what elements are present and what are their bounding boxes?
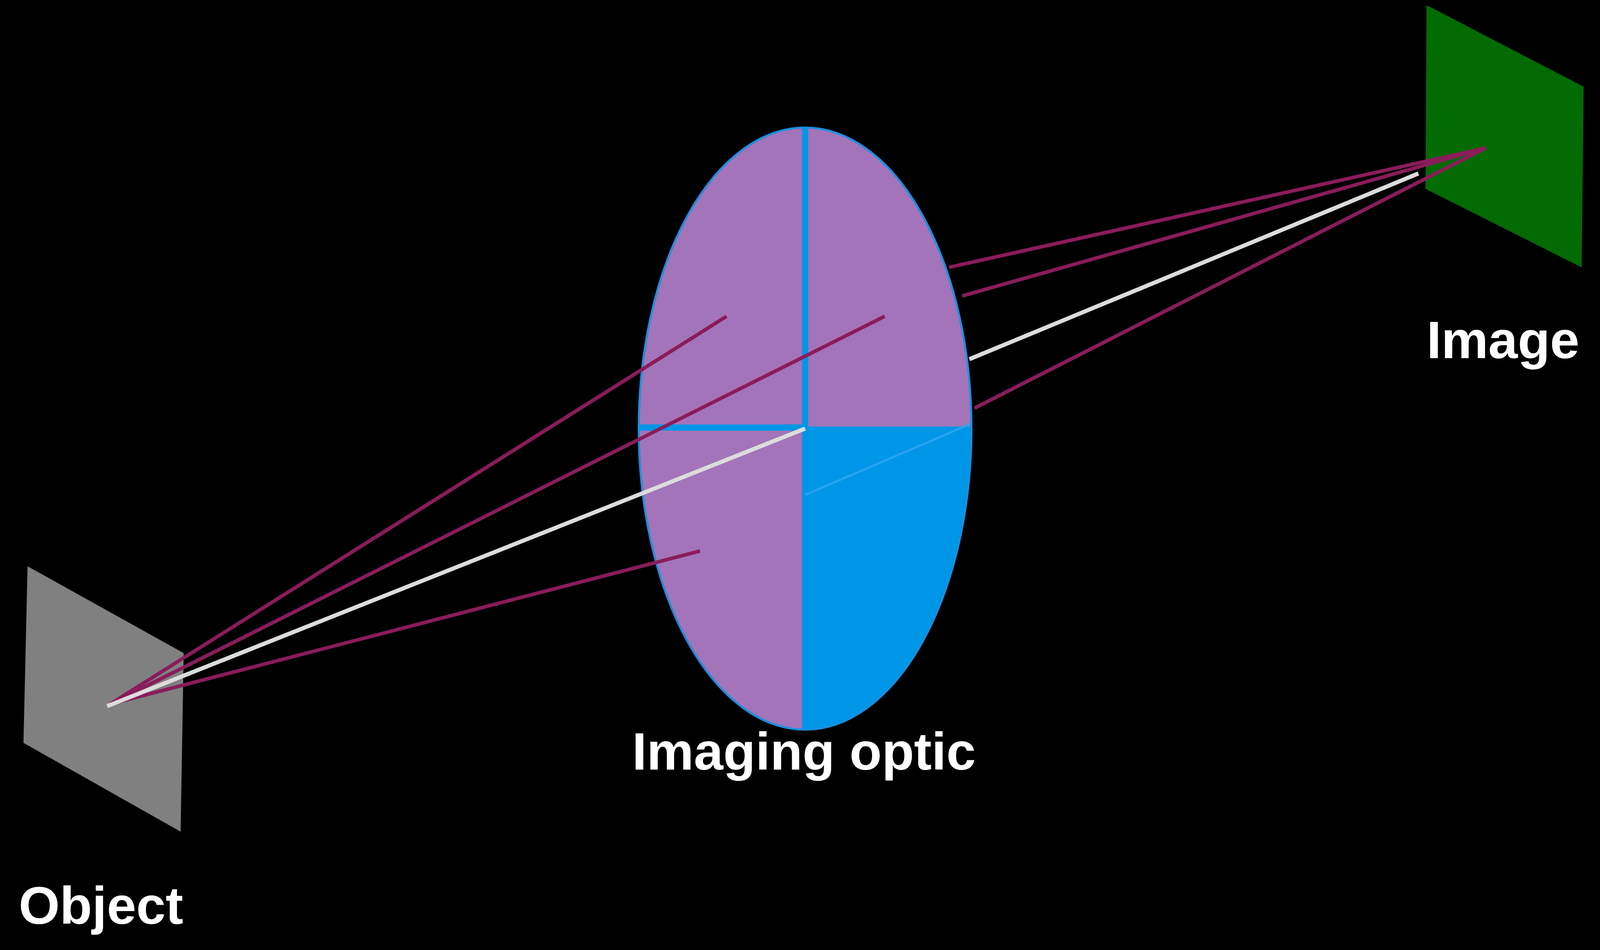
ray — [110, 551, 700, 705]
ray — [110, 316, 727, 705]
object-plane — [23, 566, 184, 832]
lens-fill — [612, 102, 1021, 766]
hidden-axis — [805, 423, 972, 496]
optical-axis — [969, 173, 1419, 360]
part-label: Imaging optic — [632, 725, 977, 779]
part-label: Object — [18, 879, 184, 933]
image-plane — [1425, 5, 1584, 268]
part-label: Image — [1426, 313, 1580, 367]
ray — [948, 148, 1486, 268]
optical-axis — [107, 428, 805, 707]
ray — [962, 148, 1486, 297]
ray — [110, 316, 885, 705]
lens-quadrant — [802, 426, 1007, 754]
ray — [974, 148, 1486, 409]
lens-body — [612, 102, 1021, 766]
lens-divider — [802, 122, 809, 429]
